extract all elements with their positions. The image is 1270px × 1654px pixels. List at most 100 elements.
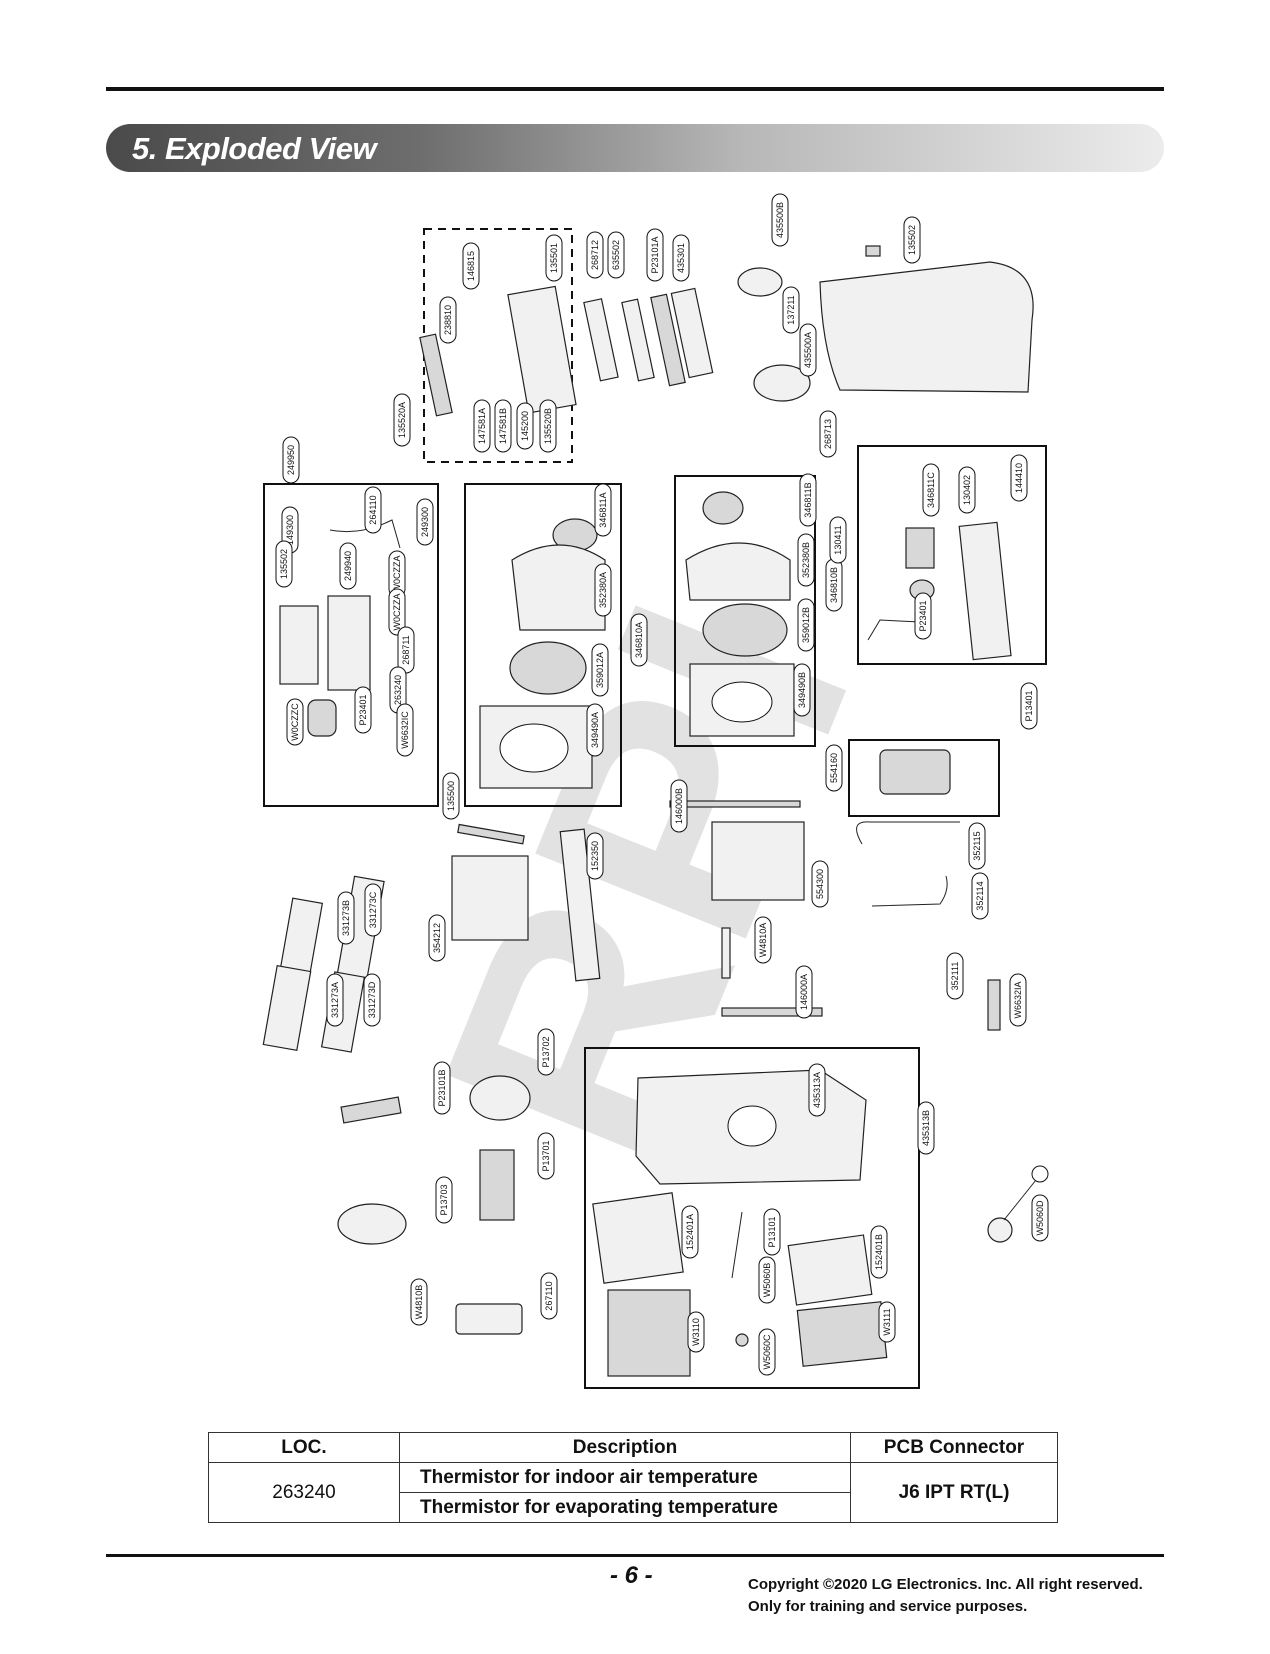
part-number: 346811A xyxy=(598,492,608,527)
support-bar xyxy=(721,1007,823,1017)
part-number-callout: W3111 xyxy=(878,1301,896,1343)
bottom-rule xyxy=(106,1554,1164,1557)
drain-cap-w5060d-string xyxy=(1003,1179,1037,1221)
part-number: 435313A xyxy=(812,1072,822,1108)
part-number-oval xyxy=(607,231,625,279)
part-number-callout: 346811A xyxy=(594,483,612,537)
part-number-oval xyxy=(971,872,989,920)
part-number-oval xyxy=(687,1311,705,1353)
top-panel-frame xyxy=(507,285,577,414)
scroll-housing-a xyxy=(511,544,606,631)
part-number: 149300 xyxy=(285,515,295,545)
fan-motor-b xyxy=(702,491,744,525)
tube-1 xyxy=(856,821,960,845)
part-number: 147581A xyxy=(477,408,487,444)
part-number-oval xyxy=(825,744,843,792)
loc-table-row: Thermistor for evaporating temperature xyxy=(209,1492,1058,1523)
part-number-callout: 346810B xyxy=(825,558,843,612)
part-number: 349490B xyxy=(797,672,807,708)
exhaust-hose xyxy=(479,1149,515,1221)
part-number-callout: 435313B xyxy=(917,1101,935,1155)
part-number-oval xyxy=(396,703,414,757)
group-box-blower-a xyxy=(464,483,622,807)
front-cover xyxy=(819,261,1034,393)
part-number: 331273A xyxy=(330,982,340,1018)
part-number-callout: 135520A xyxy=(393,393,411,447)
part-number-oval xyxy=(922,463,940,517)
loc-table: LOC. Description PCB Connector 263240 Th… xyxy=(208,1432,1058,1523)
part-number-oval xyxy=(586,231,604,279)
part-number-oval xyxy=(537,1028,555,1076)
part-number-oval xyxy=(878,1301,896,1343)
part-number-callout: 152350 xyxy=(586,832,604,880)
part-number: 249300 xyxy=(420,507,430,537)
fan-wheel-b xyxy=(702,603,788,657)
part-number-oval xyxy=(516,402,534,450)
part-number-callout: W5060B xyxy=(758,1256,776,1304)
group-box-electrical xyxy=(263,483,439,807)
part-number-oval xyxy=(433,1061,451,1115)
part-number-oval xyxy=(799,323,817,377)
part-number-oval xyxy=(763,1208,781,1256)
part-number-callout: 249300 xyxy=(416,498,434,546)
part-number-callout: 435500B xyxy=(771,193,789,247)
part-number: 130411 xyxy=(833,525,843,554)
part-number: P23101A xyxy=(650,236,660,273)
part-number-callout: 135501 xyxy=(545,234,563,282)
part-number: 267110 xyxy=(544,1281,554,1310)
part-number: 135501 xyxy=(549,243,559,273)
part-number: W6632IC xyxy=(400,711,410,749)
part-number: 144410 xyxy=(1014,463,1024,493)
side-plate-b xyxy=(278,897,324,979)
part-number-callout: 267110 xyxy=(540,1272,558,1320)
control-box xyxy=(279,605,319,685)
part-number-oval xyxy=(586,703,604,757)
tube-2 xyxy=(871,875,948,907)
bezel-ring-a xyxy=(753,364,811,402)
part-number: 135502 xyxy=(279,549,289,579)
part-number-callout: 264110 xyxy=(364,486,382,534)
part-number: 352114 xyxy=(975,881,985,910)
part-number-oval xyxy=(946,952,964,1000)
part-number-oval xyxy=(782,286,800,334)
group-box-blower-b xyxy=(674,475,816,747)
part-number-oval xyxy=(1020,682,1038,730)
part-number: 268711 xyxy=(401,635,411,664)
part-number-oval xyxy=(364,883,382,937)
part-number-oval xyxy=(364,486,382,534)
part-number: 435500A xyxy=(803,332,813,368)
part-number: 137211 xyxy=(786,295,796,324)
part-number-callout: W6632IA xyxy=(1009,973,1027,1027)
part-number: 331273B xyxy=(341,900,351,936)
part-number: 346811C xyxy=(926,472,936,508)
part-number-callout: 135502 xyxy=(903,216,921,264)
part-number-callout: 435301 xyxy=(672,234,690,282)
step-motor-assy xyxy=(879,749,951,795)
part-number: 554300 xyxy=(815,869,825,899)
part-number-callout: 354212 xyxy=(428,914,446,962)
part-number: 352111 xyxy=(950,962,960,991)
hose-adapter xyxy=(337,1203,407,1245)
part-number-oval xyxy=(337,891,355,945)
part-number-callout: 249940 xyxy=(339,542,357,590)
part-number: P13401 xyxy=(1024,690,1034,721)
side-bar-b xyxy=(669,800,801,808)
drain-cap-w5060c xyxy=(735,1333,749,1347)
part-number-oval xyxy=(594,483,612,537)
part-number-oval xyxy=(672,234,690,282)
part-number: 263240 xyxy=(393,675,403,705)
part-number: 147581B xyxy=(498,408,508,444)
evaporator xyxy=(711,821,805,901)
part-number-oval xyxy=(958,466,976,514)
part-number-oval xyxy=(771,193,789,247)
capacitor xyxy=(307,699,337,737)
part-number-callout: W0CZZA xyxy=(388,588,406,636)
part-number-callout: 635502 xyxy=(607,231,625,279)
part-number: 249950 xyxy=(286,445,296,475)
part-number-callout: 137211 xyxy=(782,286,800,334)
part-number-callout: 268713 xyxy=(819,410,837,458)
part-number: P13703 xyxy=(439,1184,449,1215)
side-plate-a xyxy=(262,964,312,1052)
part-number-callout: 147581B xyxy=(494,399,512,453)
bezel-ring-b xyxy=(737,267,783,297)
